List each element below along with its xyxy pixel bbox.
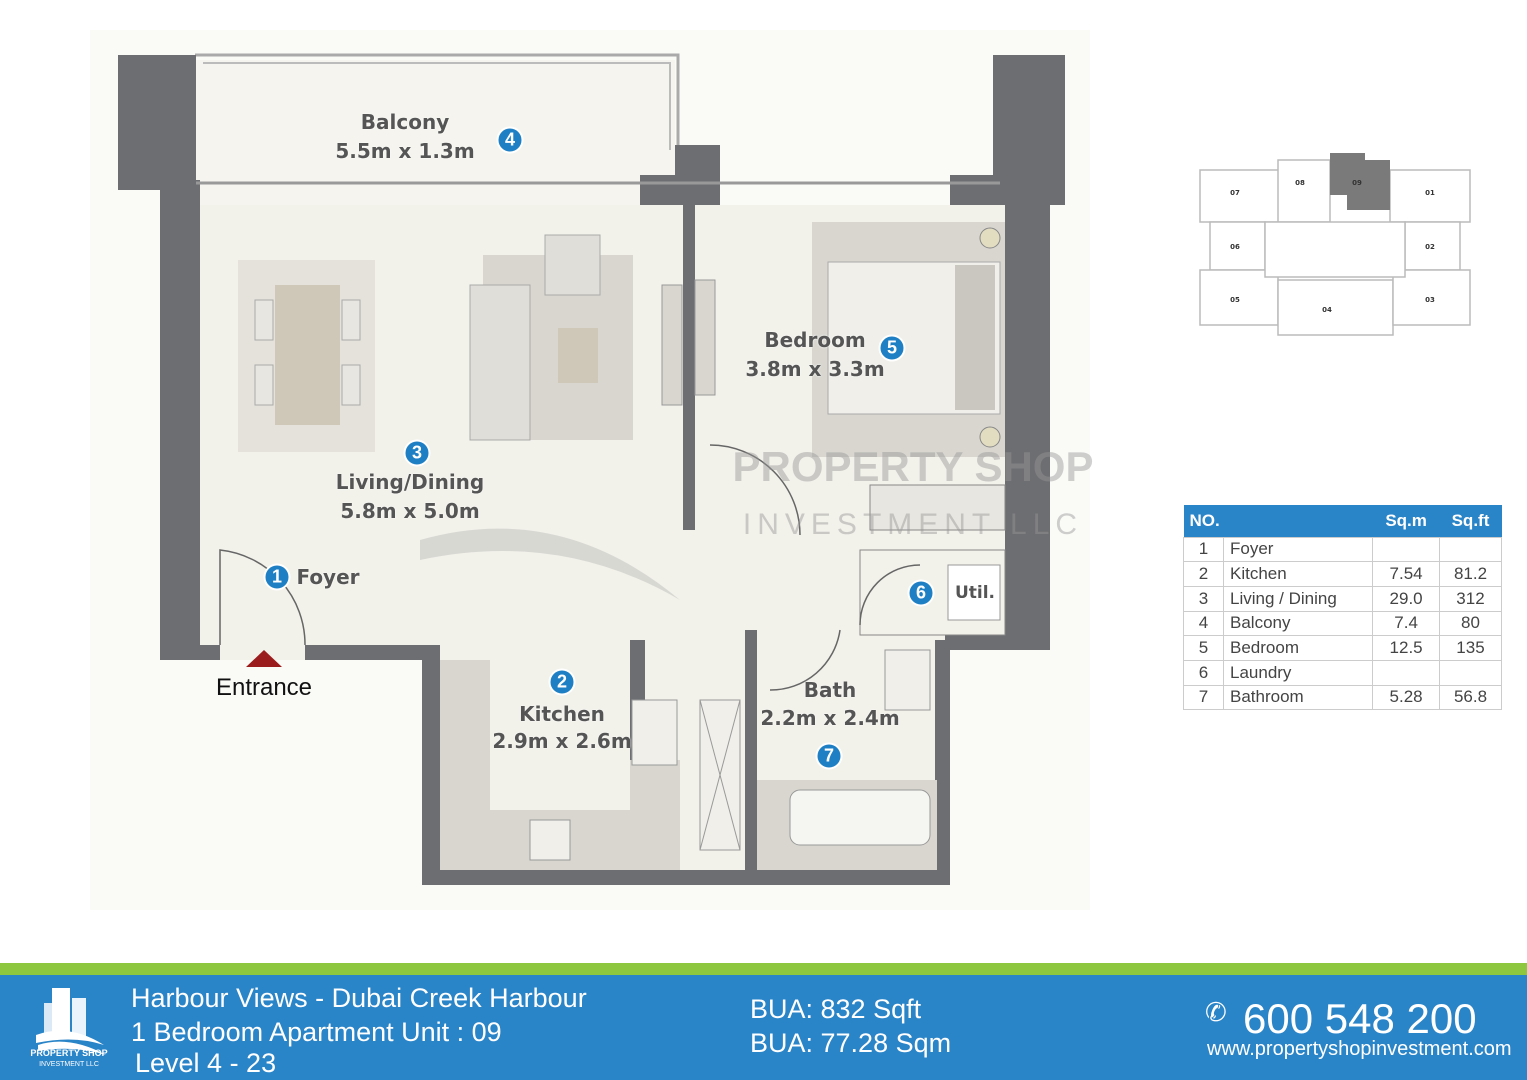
row-room: Bathroom bbox=[1222, 684, 1374, 711]
row-sqm bbox=[1372, 659, 1440, 686]
row-sqm: 29.0 bbox=[1372, 585, 1440, 612]
room-dims-living: 5.8m x 5.0m bbox=[340, 499, 480, 523]
row-sqft: 56.8 bbox=[1438, 684, 1503, 711]
row-sqft: 80 bbox=[1438, 610, 1503, 637]
room-dims-balcony: 5.5m x 1.3m bbox=[335, 139, 475, 163]
row-no: 5 bbox=[1183, 635, 1224, 661]
row-sqm bbox=[1372, 536, 1440, 563]
logo-text-line1: PROPERTY SHOP bbox=[30, 1048, 108, 1058]
row-room: Laundry bbox=[1222, 659, 1374, 686]
row-room: Kitchen bbox=[1222, 561, 1374, 587]
room-marker-4: 4 bbox=[496, 126, 524, 154]
key-unit-06: 06 bbox=[1230, 243, 1240, 251]
room-name-foyer: Foyer bbox=[296, 565, 360, 589]
room-name-balcony: Balcony bbox=[360, 110, 450, 134]
row-room: Foyer bbox=[1222, 536, 1374, 563]
bua-sqm: BUA: 77.28 Sqm bbox=[750, 1028, 952, 1058]
logo-building-icon bbox=[36, 988, 106, 1055]
room-marker-7: 7 bbox=[815, 742, 843, 770]
row-room: Balcony bbox=[1222, 610, 1374, 637]
footer-accent-bar bbox=[0, 963, 1527, 975]
level-range: Level 4 - 23 bbox=[135, 1048, 277, 1078]
room-name-living: Living/Dining bbox=[335, 470, 485, 494]
key-unit-05: 05 bbox=[1230, 296, 1240, 304]
room-dims-kitchen: 2.9m x 2.6m bbox=[492, 729, 632, 753]
key-unit-07: 07 bbox=[1230, 189, 1240, 197]
room-dims-bath: 2.2m x 2.4m bbox=[760, 706, 900, 730]
header-sqft: Sq.ft bbox=[1439, 505, 1502, 537]
balcony-floor bbox=[195, 60, 675, 205]
row-sqm: 7.54 bbox=[1372, 561, 1440, 587]
walls bbox=[118, 55, 1065, 885]
row-no: 3 bbox=[1183, 585, 1224, 612]
logo-text-line2: INVESTMENT LLC bbox=[39, 1061, 99, 1068]
entrance-label: Entrance bbox=[215, 674, 313, 701]
row-sqft bbox=[1438, 659, 1503, 686]
room-marker-2: 2 bbox=[548, 668, 576, 696]
room-name-util: Util. bbox=[954, 583, 996, 603]
floor-plan bbox=[118, 53, 1065, 885]
project-name: Harbour Views - Dubai Creek Harbour bbox=[131, 983, 587, 1013]
row-no: 2 bbox=[1183, 561, 1224, 587]
row-room: Bedroom bbox=[1222, 635, 1374, 661]
room-marker-1: 1 bbox=[263, 563, 291, 591]
room-name-bedroom: Bedroom bbox=[764, 328, 866, 352]
key-unit-08: 08 bbox=[1295, 179, 1305, 187]
phone-icon: ✆ bbox=[1205, 997, 1227, 1027]
row-no: 4 bbox=[1183, 610, 1224, 637]
room-marker-3: 3 bbox=[403, 439, 431, 467]
row-sqm: 7.4 bbox=[1372, 610, 1440, 637]
key-unit-01: 01 bbox=[1425, 189, 1435, 197]
room-name-bath: Bath bbox=[803, 678, 857, 702]
key-unit-09: 09 bbox=[1352, 179, 1362, 187]
website-link[interactable]: www.propertyshopinvestment.com bbox=[1207, 1038, 1512, 1060]
row-sqft: 81.2 bbox=[1438, 561, 1503, 587]
entrance-arrow-icon bbox=[246, 650, 282, 667]
key-unit-03: 03 bbox=[1425, 296, 1435, 304]
row-sqft: 135 bbox=[1438, 635, 1503, 661]
header-sqm: Sq.m bbox=[1372, 505, 1440, 537]
table-header: NO. Sq.m Sq.ft bbox=[1183, 505, 1502, 537]
header-no: NO. bbox=[1183, 505, 1373, 537]
key-unit-04: 04 bbox=[1322, 306, 1332, 314]
room-marker-6: 6 bbox=[907, 579, 935, 607]
watermark-line1: PROPERTY SHOP bbox=[732, 443, 1094, 490]
row-room: Living / Dining bbox=[1222, 585, 1374, 612]
watermark-line2: INVESTMENT LLC bbox=[742, 508, 1084, 541]
bua-sqft: BUA: 832 Sqft bbox=[750, 994, 922, 1024]
key-plan: 07 08 09 01 06 02 05 04 03 bbox=[1199, 153, 1471, 336]
footer: PROPERTY SHOP INVESTMENT LLC Harbour Vie… bbox=[0, 975, 1527, 1080]
row-no: 1 bbox=[1183, 536, 1224, 563]
row-no: 6 bbox=[1183, 659, 1224, 686]
room-name-kitchen: Kitchen bbox=[519, 702, 605, 726]
row-sqm: 12.5 bbox=[1372, 635, 1440, 661]
row-sqm: 5.28 bbox=[1372, 684, 1440, 711]
phone-number[interactable]: 600 548 200 bbox=[1243, 995, 1477, 1042]
row-sqft bbox=[1438, 536, 1503, 563]
key-unit-02: 02 bbox=[1425, 243, 1435, 251]
room-marker-5: 5 bbox=[878, 334, 906, 362]
unit-type: 1 Bedroom Apartment Unit : 09 bbox=[131, 1017, 502, 1047]
room-dims-bedroom: 3.8m x 3.3m bbox=[745, 357, 885, 381]
row-no: 7 bbox=[1183, 684, 1224, 711]
row-sqft: 312 bbox=[1438, 585, 1503, 612]
